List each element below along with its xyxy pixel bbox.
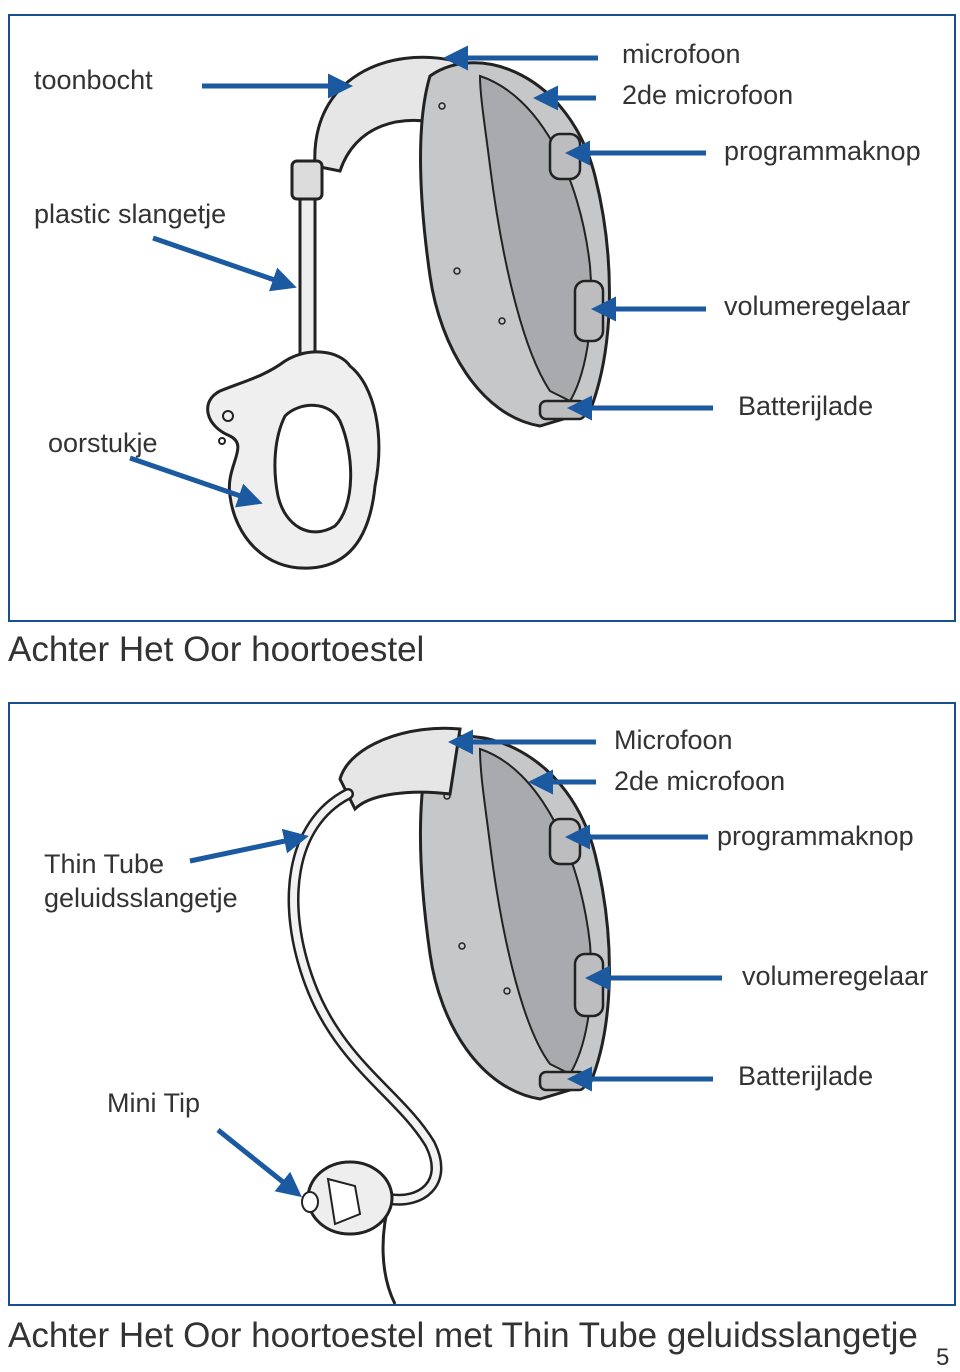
label-microfoon: Microfoon xyxy=(614,725,733,755)
caption-thin-tube: Achter Het Oor hoortoestel met Thin Tube… xyxy=(8,1316,918,1355)
arrow-mini-tip xyxy=(216,1128,302,1198)
tube-adapter-shape xyxy=(338,726,462,812)
label-microfoon: microfoon xyxy=(622,39,741,69)
label-plastic-slangetje: plastic slangetje xyxy=(34,199,227,229)
label-volumeregelaar: volumeregelaar xyxy=(724,291,911,321)
label-2de-microfoon: 2de microfoon xyxy=(614,766,786,796)
label-batterijlade: Batterijlade xyxy=(738,391,874,421)
caption-bte: Achter Het Oor hoortoestel xyxy=(8,630,425,669)
label-geluidsslangetje: geluidsslangetje xyxy=(44,883,238,913)
diagram-panel-bte: toonbocht plastic slangetje oorstukje mi… xyxy=(8,14,956,622)
arrow-oorstukje xyxy=(129,455,263,508)
label-programmaknop: programmaknop xyxy=(724,136,921,166)
label-thin-tube: Thin Tube xyxy=(44,849,165,879)
label-volumeregelaar: volumeregelaar xyxy=(742,961,929,991)
tube-connector-shape xyxy=(290,159,324,201)
label-programmaknop: programmaknop xyxy=(717,821,914,851)
label-batterijlade: Batterijlade xyxy=(738,1061,874,1091)
label-2de-microfoon: 2de microfoon xyxy=(622,80,794,110)
page-number: 5 xyxy=(936,1344,950,1371)
arrow-thin-tube xyxy=(189,828,309,864)
thin-tube-hearing-aid-illustration xyxy=(189,726,722,1304)
label-toonbocht: toonbocht xyxy=(34,65,153,95)
arrow-plastic-slangetje xyxy=(152,235,297,292)
volume-control-shape xyxy=(573,952,605,1018)
label-mini-tip: Mini Tip xyxy=(107,1088,201,1118)
bte-hearing-aid-illustration xyxy=(129,45,713,570)
program-button-shape xyxy=(548,817,582,866)
program-button-shape xyxy=(548,132,582,181)
label-oorstukje: oorstukje xyxy=(48,428,158,458)
diagram-panel-thin-tube: Thin Tube geluidsslangetje Mini Tip Micr… xyxy=(8,702,956,1306)
